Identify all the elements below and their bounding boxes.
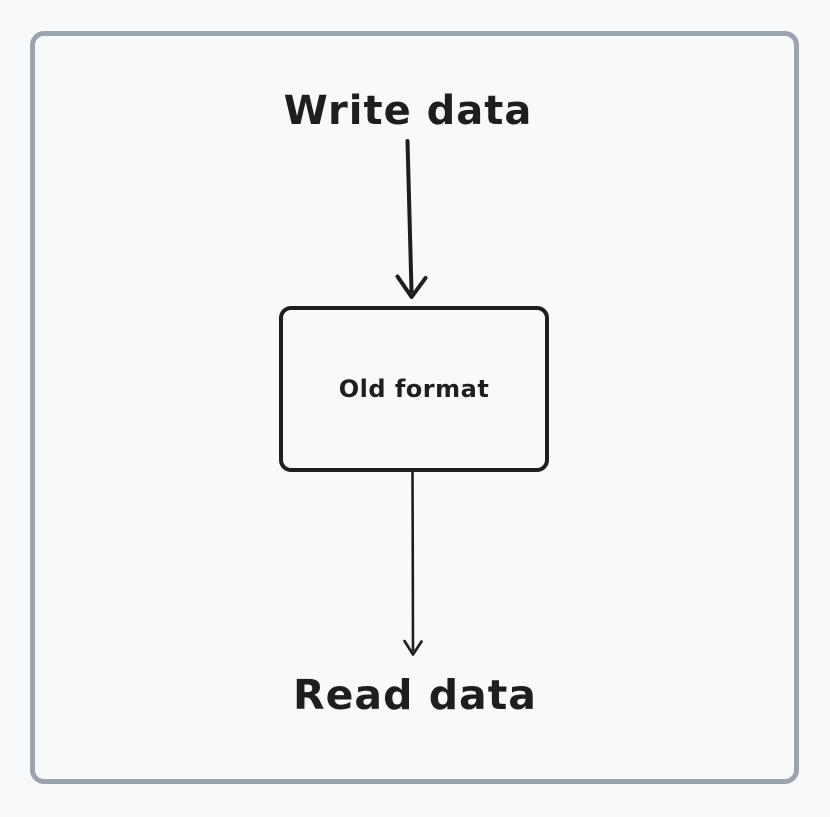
- old-format-node-label: Old format: [338, 375, 490, 403]
- old-format-node: Old format: [279, 306, 549, 472]
- write-data-label: Write data: [283, 88, 533, 134]
- read-data-label: Read data: [293, 671, 537, 719]
- outer-frame: [30, 31, 799, 784]
